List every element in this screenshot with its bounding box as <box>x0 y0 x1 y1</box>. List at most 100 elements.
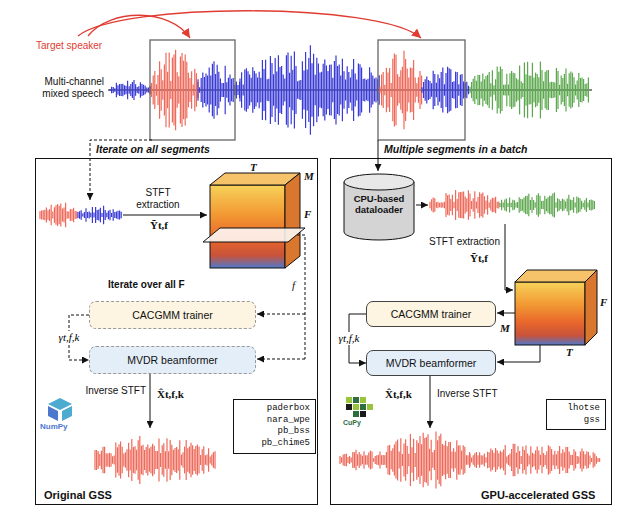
waveform-stroke <box>161 69 162 111</box>
waveform-stroke <box>141 446 142 474</box>
waveform-stroke <box>557 451 558 469</box>
waveform-stroke <box>439 436 440 484</box>
waveform-stroke <box>167 72 168 108</box>
waveform-stroke <box>588 78 589 103</box>
waveform-stroke <box>416 440 417 480</box>
waveform-stroke <box>570 455 571 465</box>
waveform-stroke <box>173 54 174 125</box>
waveform-stroke <box>431 440 432 481</box>
waveform-stroke <box>146 447 147 473</box>
waveform-stroke <box>421 444 422 475</box>
waveform-stroke <box>189 78 190 102</box>
waveform-stroke <box>418 443 419 477</box>
waveform-stroke <box>579 198 580 211</box>
waveform-stroke <box>70 209 71 221</box>
waveform-stroke <box>473 198 474 211</box>
edge-label: γt,f,k <box>57 331 82 344</box>
waveform-stroke <box>82 213 83 216</box>
math-symbol: Ỹt,f <box>470 252 488 265</box>
waveform-stroke <box>355 73 356 106</box>
waveform-stroke <box>299 80 300 99</box>
box-label: CACGMM trainer <box>132 309 213 321</box>
waveform-stroke <box>189 446 190 473</box>
waveform-stroke <box>62 209 63 222</box>
waveform-stroke <box>367 455 368 464</box>
waveform-stroke <box>126 449 127 470</box>
tensor-arrow <box>497 313 515 314</box>
waveform-stroke <box>108 211 109 219</box>
waveform-stroke <box>473 79 474 101</box>
waveform-stroke <box>363 79 364 101</box>
waveform-stroke <box>300 80 301 100</box>
waveform-stroke <box>55 205 56 224</box>
waveform-stroke <box>148 87 149 92</box>
waveform-stroke <box>241 72 242 108</box>
waveform-stroke <box>554 82 555 97</box>
waveform-stroke <box>107 453 108 466</box>
waveform-stroke <box>340 76 341 105</box>
waveform-stroke <box>122 447 123 474</box>
waveform-stroke <box>485 457 486 462</box>
waveform-stroke <box>466 455 467 464</box>
waveform-stroke <box>535 450 536 469</box>
waveform-stroke <box>506 74 507 106</box>
waveform-stroke <box>67 211 68 218</box>
waveform-stroke <box>128 443 129 477</box>
waveform-stroke <box>476 201 477 208</box>
waveform-stroke <box>586 451 587 468</box>
waveform-stroke <box>577 80 578 99</box>
waveform-stroke <box>389 68 390 112</box>
waveform-stroke <box>376 455 377 464</box>
waveform-stroke <box>368 452 369 467</box>
waveform-stroke <box>423 433 424 487</box>
waveform-stroke <box>411 447 412 472</box>
waveform-stroke <box>442 203 443 208</box>
waveform-stroke <box>524 63 525 118</box>
waveform-stroke <box>291 56 292 125</box>
waveform-stroke <box>265 60 266 121</box>
waveform-stroke <box>101 451 102 470</box>
waveform-stroke <box>140 82 141 97</box>
waveform-stroke <box>429 202 430 208</box>
waveform-stroke <box>489 202 490 208</box>
waveform-stroke <box>541 447 542 474</box>
waveform-stroke <box>205 74 206 107</box>
waveform-stroke <box>111 213 112 217</box>
waveform-stroke <box>109 89 110 91</box>
waveform-stroke <box>530 200 531 210</box>
waveform-stroke <box>60 204 61 227</box>
waveform-stroke <box>206 454 207 465</box>
waveform-stroke <box>400 70 401 110</box>
waveform-stroke <box>419 436 420 484</box>
step-label: Inverse STFT <box>437 388 498 400</box>
waveform-stroke <box>540 455 541 465</box>
waveform-stroke <box>244 69 245 110</box>
waveform-stroke <box>305 52 306 128</box>
waveform-stroke <box>572 73 573 108</box>
waveform-stroke <box>484 196 485 213</box>
waveform-stroke <box>99 454 100 466</box>
waveform-stroke <box>559 85 560 96</box>
waveform-stroke <box>562 78 563 102</box>
waveform-stroke <box>461 192 462 218</box>
waveform-stroke <box>119 84 120 96</box>
process-box: MVDR beamformer <box>89 346 256 374</box>
waveform-stroke <box>178 449 179 470</box>
waveform-stroke <box>329 65 330 115</box>
waveform-stroke <box>469 454 470 466</box>
waveform-stroke <box>455 452 456 469</box>
waveform-stroke <box>163 443 164 477</box>
waveform-stroke <box>125 452 126 467</box>
waveform-stroke <box>505 85 506 96</box>
waveform-stroke <box>575 202 576 207</box>
waveform-stroke <box>505 445 506 475</box>
waveform-stroke <box>549 82 550 98</box>
waveform-stroke <box>421 87 422 92</box>
waveform-stroke <box>343 71 344 108</box>
waveform-stroke <box>497 202 498 209</box>
waveform-stroke <box>387 445 388 474</box>
waveform-stroke <box>378 455 379 466</box>
waveform-stroke <box>503 85 504 96</box>
waveform-stroke <box>365 455 366 465</box>
